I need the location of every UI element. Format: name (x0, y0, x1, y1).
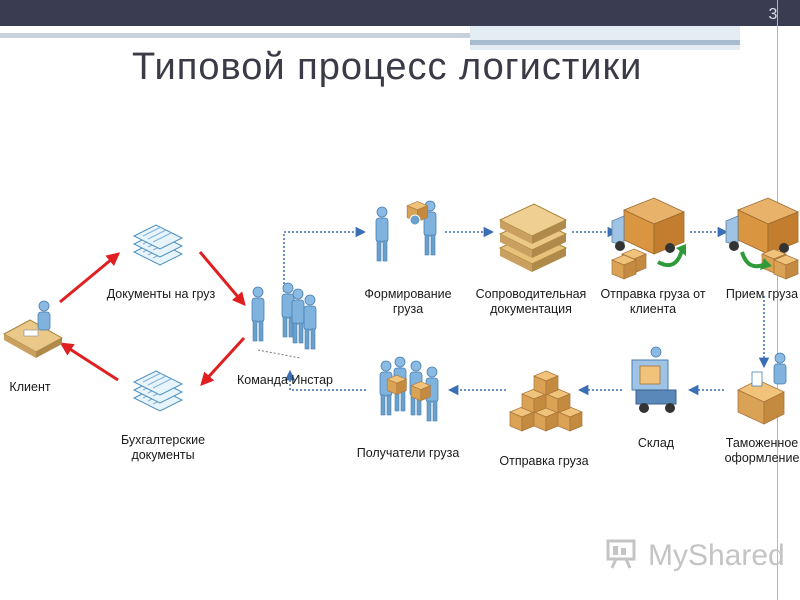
team-icon (251, 282, 317, 359)
recipients-icon (379, 356, 439, 422)
client-icon (2, 300, 64, 358)
label-dispatch-from-client: Отправка груза от клиента (600, 287, 706, 316)
label-forming-cargo: Формирование груза (364, 287, 452, 316)
arrow-accounting-docs-to-client (59, 342, 119, 382)
shipment-boxes-icon (509, 370, 583, 432)
label-client: Клиент (9, 380, 51, 394)
label-accounting-documents: Бухгалтерские документы (120, 433, 206, 462)
slide-decor-line (777, 0, 778, 600)
accounting-documents-icon (133, 370, 183, 412)
label-recipients: Получатели груза (356, 446, 460, 460)
forming-cargo-icon (375, 200, 437, 262)
slide-decor-stripe (470, 26, 740, 50)
arrow-cargo-docs-to-team (198, 251, 246, 307)
label-shipment: Отправка груза (499, 454, 589, 468)
connector-recipients-to-team (284, 369, 366, 391)
slide-title: Типовой процесс логистики (132, 46, 643, 88)
label-cargo-documents: Документы на груз (106, 287, 216, 301)
accompanying-docs-icon (498, 203, 568, 272)
warehouse-forklift-icon (631, 346, 677, 413)
arrow-team-to-accounting-docs (200, 336, 246, 386)
watermark-text: MyShared (648, 539, 785, 572)
label-warehouse: Склад (637, 436, 675, 450)
arrow-client-to-cargo-docs (59, 252, 121, 304)
slide-top-bar (0, 0, 800, 26)
reception-truck-icon (725, 197, 799, 280)
slide-decor-stripe (470, 40, 740, 45)
label-reception: Прием груза (725, 287, 799, 301)
connector-team-to-forming (283, 226, 367, 300)
customs-box-icon (737, 352, 787, 425)
dispatch-truck-icon (611, 197, 686, 280)
slide-decor-stripe (0, 33, 470, 38)
label-team: Команда Инстар (236, 373, 334, 387)
page-number: 3 (768, 6, 778, 23)
watermark-logo-icon (606, 539, 636, 569)
label-customs: Таможенное оформление (724, 436, 800, 465)
label-accompanying-docs: Сопроводительная документация (475, 287, 587, 316)
cargo-documents-icon (133, 224, 183, 266)
